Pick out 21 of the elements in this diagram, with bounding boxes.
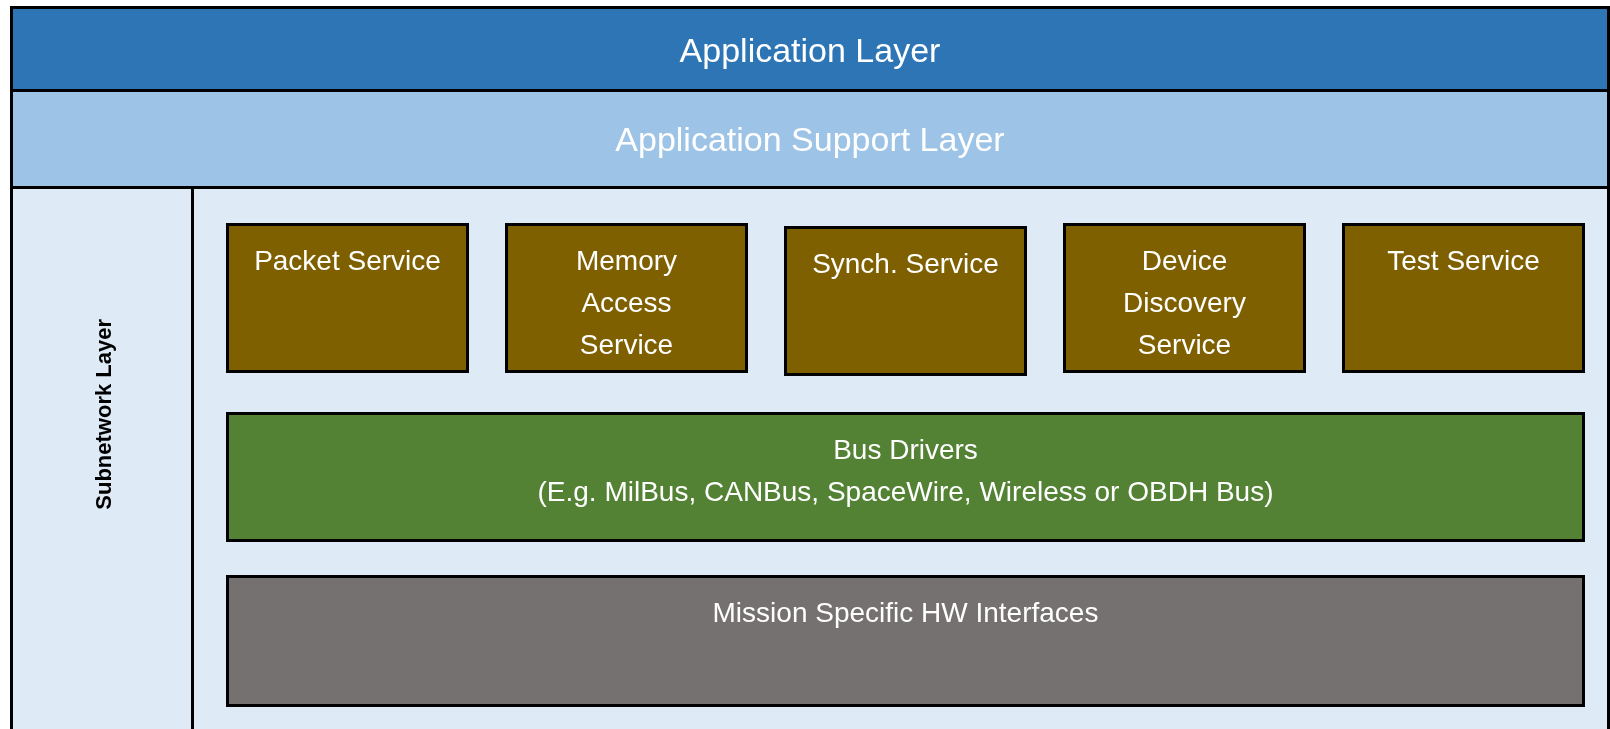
service-box	[505, 223, 748, 373]
service-label: (E.g. MilBus, CANBus, SpaceWire, Wireless or OBDH Bus)	[537, 475, 1274, 509]
service-box	[784, 226, 1027, 376]
layer-band	[10, 89, 1610, 189]
service-label: Mission Specific HW Interfaces	[712, 596, 1099, 630]
service-box	[226, 412, 1585, 542]
layer-band	[10, 6, 1610, 92]
layer-title: Application Layer	[679, 31, 941, 70]
service-label: Packet Service	[254, 244, 441, 278]
service-label: Memory Access Service	[574, 244, 679, 362]
service-box	[226, 223, 469, 373]
layer-title: Application Support Layer	[615, 119, 1005, 159]
layer-title: Subnetwork Layer	[91, 319, 117, 510]
service-label: Device Discovery Service	[1122, 244, 1247, 362]
service-label: Synch. Service	[812, 247, 999, 281]
service-box	[226, 575, 1585, 707]
service-box	[1063, 223, 1306, 373]
layer-panel	[10, 186, 1610, 729]
service-box	[1342, 223, 1585, 373]
service-label: Bus Drivers	[833, 433, 978, 467]
service-label: Test Service	[1387, 244, 1540, 278]
